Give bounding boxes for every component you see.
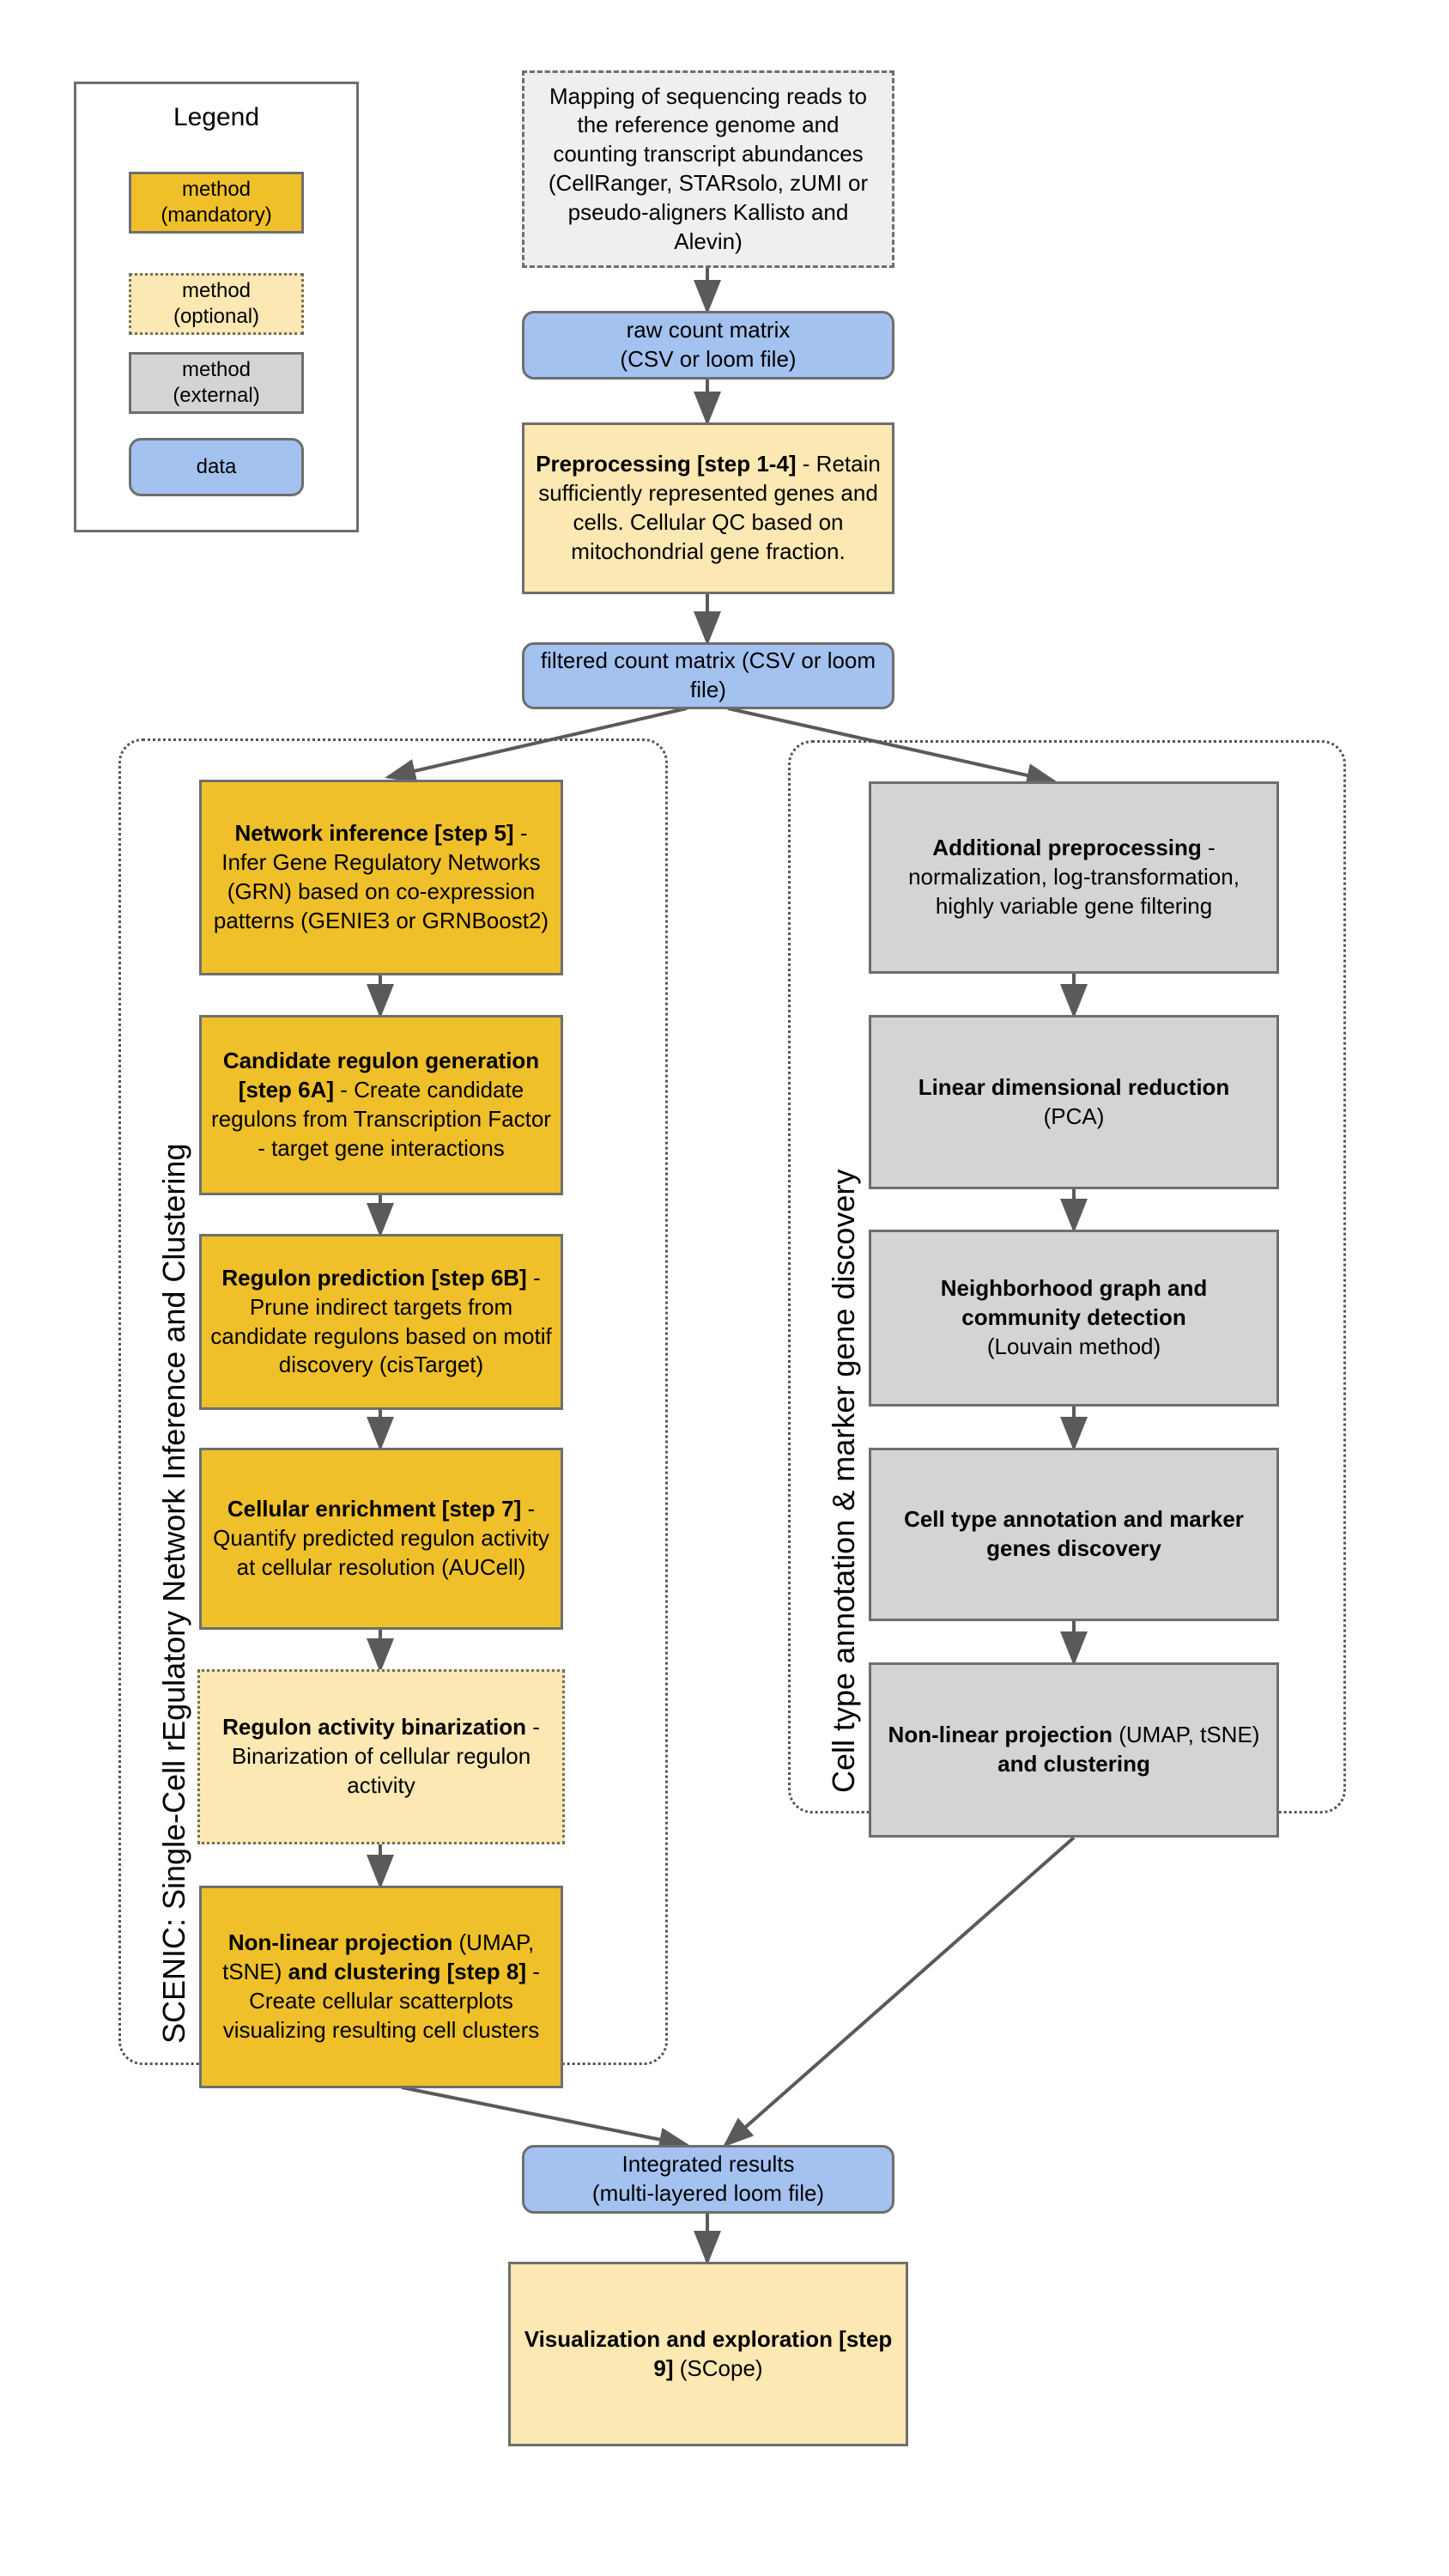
- nonlinear-right-mid: (UMAP, tSNE): [1113, 1722, 1260, 1748]
- legend-label-optional: method(optional): [173, 279, 260, 328]
- node-linear-dimensional-reduction[interactable]: Linear dimensional reduction (PCA): [869, 1015, 1279, 1189]
- node-filtered-count-matrix-text: filtered count matrix (CSV or loom file): [540, 647, 876, 702]
- group-label-scenic: SCENIC: Single-Cell rEgulatory Network I…: [156, 1143, 191, 2044]
- linear-reduction-bold: Linear dimensional reduction: [918, 1073, 1230, 1100]
- node-celltype-annotation-text: Cell type annotation and marker genes di…: [880, 1505, 1268, 1564]
- preprocessing-bold: Preprocessing [step 1-4]: [536, 451, 797, 477]
- node-cellular-enrichment[interactable]: Cellular enrichment [step 7] - Quantify …: [199, 1448, 563, 1630]
- additional-preprocessing-rest: - normalization, log-transformation, hig…: [908, 835, 1240, 919]
- node-visualization-text: Visualization and exploration [step 9] (…: [519, 2325, 897, 2384]
- regulon-prediction-rest: - Prune indirect targets from candidate …: [210, 1264, 552, 1378]
- neighborhood-graph-rest: (Louvain method): [986, 1333, 1161, 1359]
- candidate-regulon-rest: - Create candidate regulons from Transcr…: [211, 1077, 551, 1161]
- node-additional-preprocessing-text: Additional preprocessing - normalization…: [880, 834, 1268, 920]
- node-regulon-prediction[interactable]: Regulon prediction [step 6B] - Prune ind…: [199, 1234, 563, 1410]
- visualization-bold: Visualization and exploration [step 9]: [524, 2325, 893, 2381]
- node-mapping-text: Mapping of sequencing reads to the refer…: [548, 82, 869, 254]
- legend-title: Legend: [173, 103, 260, 131]
- node-nonlinear-right-text: Non-linear projection (UMAP, tSNE) and c…: [880, 1721, 1268, 1779]
- node-visualization-exploration[interactable]: Visualization and exploration [step 9] (…: [508, 2262, 908, 2446]
- node-integrated-results-text: Integrated results (multi-layered loom f…: [533, 2150, 883, 2208]
- node-network-inference-text: Network inference [step 5] - Infer Gene …: [210, 819, 552, 935]
- node-additional-preprocessing[interactable]: Additional preprocessing - normalization…: [869, 781, 1279, 974]
- node-preprocessing[interactable]: Preprocessing [step 1-4] - Retain suffic…: [522, 422, 894, 594]
- candidate-regulon-bold: Candidate regulon generation [step 6A]: [222, 1048, 540, 1103]
- node-regulon-prediction-text: Regulon prediction [step 6B] - Prune ind…: [210, 1264, 552, 1380]
- legend-swatch-external: method(external): [129, 352, 304, 414]
- node-filtered-count-matrix[interactable]: filtered count matrix (CSV or loom file): [522, 642, 894, 709]
- node-nonlinear-left-text: Non-linear projection (UMAP, tSNE) and c…: [210, 1929, 552, 2044]
- raw-count-line2: (CSV or loom file): [620, 346, 797, 372]
- node-raw-count-matrix[interactable]: raw count matrix (CSV or loom file): [522, 311, 894, 380]
- nonlinear-right-bold1: Non-linear projection: [888, 1722, 1113, 1748]
- neighborhood-graph-bold: Neighborhood graph and community detecti…: [940, 1275, 1208, 1331]
- group-label-celltype: Cell type annotation & marker gene disco…: [826, 1169, 861, 1793]
- node-nonlinear-projection-left[interactable]: Non-linear projection (UMAP, tSNE) and c…: [199, 1886, 563, 2088]
- preprocessing-rest: - Retain sufficiently represented genes …: [538, 451, 881, 564]
- nonlinear-left-mid: (UMAP, tSNE): [222, 1929, 535, 1985]
- node-mapping[interactable]: Mapping of sequencing reads to the refer…: [522, 70, 894, 268]
- integrated-results-line1: Integrated results: [621, 2151, 795, 2178]
- legend-label-data: data: [196, 455, 237, 478]
- additional-preprocessing-bold: Additional preprocessing: [932, 835, 1202, 861]
- legend-swatch-optional: method(optional): [129, 273, 304, 335]
- node-regulon-activity-binarization[interactable]: Regulon activity binarization - Binariza…: [197, 1669, 565, 1844]
- node-nonlinear-projection-right[interactable]: Non-linear projection (UMAP, tSNE) and c…: [869, 1662, 1279, 1838]
- legend-label-external: method(external): [173, 358, 260, 407]
- node-candidate-regulon-text: Candidate regulon generation [step 6A] -…: [210, 1047, 552, 1163]
- legend-swatch-data: data: [129, 438, 304, 496]
- regulon-binarization-rest: - Binarization of cellular regulon activ…: [231, 1714, 540, 1798]
- node-network-inference[interactable]: Network inference [step 5] - Infer Gene …: [199, 780, 563, 975]
- legend-swatch-mandatory: method(mandatory): [129, 172, 304, 234]
- nonlinear-right-bold2: and clustering: [997, 1751, 1150, 1777]
- node-candidate-regulon-generation[interactable]: Candidate regulon generation [step 6A] -…: [199, 1015, 563, 1195]
- raw-count-line1: raw count matrix: [626, 317, 791, 343]
- integrated-results-line2: (multi-layered loom file): [591, 2180, 825, 2206]
- nonlinear-left-rest: - Create cellular scatterplots visualizi…: [222, 1959, 540, 2043]
- node-integrated-results[interactable]: Integrated results (multi-layered loom f…: [522, 2145, 894, 2214]
- legend-label-mandatory: method(mandatory): [161, 178, 272, 227]
- node-preprocessing-text: Preprocessing [step 1-4] - Retain suffic…: [533, 450, 883, 566]
- node-neighborhood-graph[interactable]: Neighborhood graph and community detecti…: [869, 1230, 1279, 1406]
- cellular-enrichment-bold: Cellular enrichment [step 7]: [227, 1496, 522, 1522]
- network-inference-rest: - Infer Gene Regulatory Networks (GRN) b…: [213, 820, 549, 933]
- nonlinear-left-bold2: and clustering [step 8]: [282, 1959, 527, 1985]
- cellular-enrichment-rest: - Quantify predicted regulon activity at…: [213, 1496, 549, 1580]
- node-raw-count-matrix-text: raw count matrix (CSV or loom file): [533, 316, 883, 374]
- node-neighborhood-graph-text: Neighborhood graph and community detecti…: [880, 1274, 1268, 1361]
- node-regulon-binarization-text: Regulon activity binarization - Binariza…: [209, 1713, 554, 1800]
- celltype-annotation-bold: Cell type annotation and marker genes di…: [904, 1506, 1244, 1561]
- regulon-prediction-bold: Regulon prediction [step 6B]: [221, 1264, 527, 1291]
- network-inference-bold: Network inference [step 5]: [234, 820, 514, 847]
- visualization-rest: (SCope): [673, 2354, 763, 2381]
- node-celltype-annotation[interactable]: Cell type annotation and marker genes di…: [869, 1448, 1279, 1621]
- linear-reduction-rest: (PCA): [1043, 1103, 1105, 1129]
- nonlinear-left-bold1: Non-linear projection: [227, 1929, 453, 1956]
- regulon-binarization-bold: Regulon activity binarization: [222, 1714, 527, 1741]
- node-cellular-enrichment-text: Cellular enrichment [step 7] - Quantify …: [210, 1495, 552, 1582]
- node-linear-reduction-text: Linear dimensional reduction (PCA): [880, 1073, 1268, 1132]
